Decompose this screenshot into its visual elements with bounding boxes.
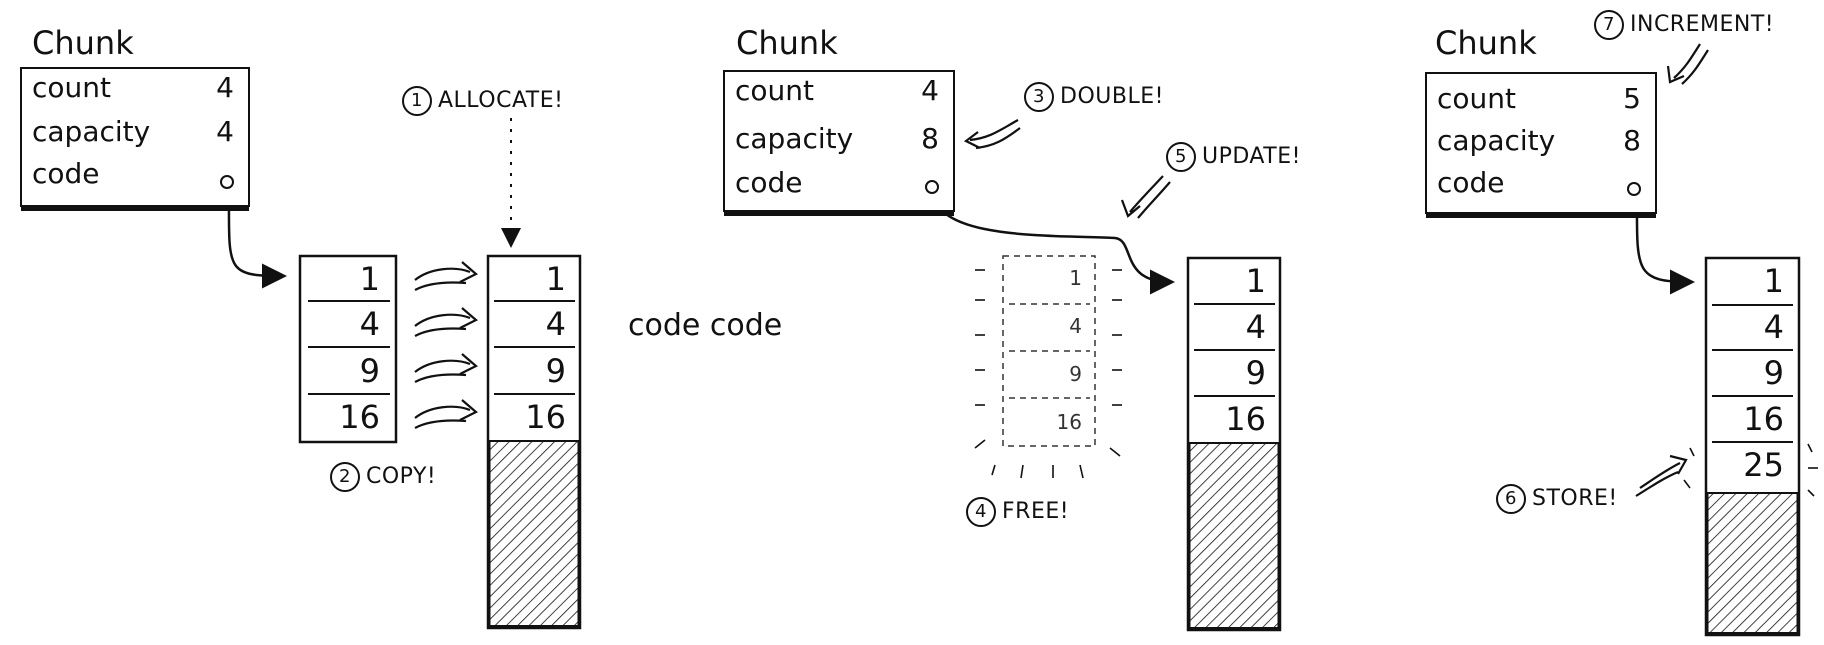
panel3-chunk-title: Chunk: [1435, 24, 1537, 62]
panel2-chunk-struct: count 4 capacity 8 code: [723, 70, 955, 212]
step-text: DOUBLE!: [1060, 84, 1164, 109]
panel3-cell: 4: [1763, 308, 1784, 346]
panel3-unused-capacity: [1706, 492, 1799, 634]
panel3-cell: 16: [1743, 400, 1784, 438]
step-number: 5: [1166, 142, 1196, 172]
panel1-new-cell: 16: [525, 398, 566, 436]
free-sparkles: [974, 269, 1122, 479]
step-text: ALLOCATE!: [438, 88, 564, 113]
freed-cell: 16: [1056, 410, 1082, 434]
panel1-old-array: [298, 254, 398, 444]
count-label: count: [32, 71, 111, 104]
panel2-code-pointer: [931, 189, 1175, 295]
step-text: UPDATE!: [1202, 144, 1301, 169]
capacity-label: capacity: [735, 122, 854, 155]
panel2-cell: 1: [1245, 262, 1266, 300]
panel1-old-cell: 16: [339, 398, 380, 436]
step-number: 3: [1024, 82, 1054, 112]
count-value: 4: [921, 74, 939, 107]
panel3-cell: 9: [1763, 354, 1784, 392]
panel2-chunk-title: Chunk: [736, 24, 838, 62]
panel2-cell: 4: [1245, 308, 1266, 346]
count-value: 5: [1623, 82, 1641, 115]
capacity-label: capacity: [32, 115, 151, 148]
freed-cell: 4: [1069, 314, 1082, 338]
panel2-freed-array: [1002, 255, 1096, 447]
panel2-cell: 16: [1225, 400, 1266, 438]
code-label: code: [1437, 166, 1505, 199]
step-text: FREE!: [1002, 499, 1070, 524]
code-pointer-dot: [220, 175, 234, 189]
step-number: 4: [966, 497, 996, 527]
panel2-unused-capacity: [1188, 442, 1280, 629]
panel1-chunk-title: Chunk: [32, 24, 134, 62]
panel1-new-cell: 1: [545, 260, 566, 298]
panel1-new-cell: 4: [545, 305, 566, 343]
step-text: COPY!: [366, 464, 437, 489]
panel1-old-cell: 9: [359, 352, 380, 390]
capacity-value: 4: [216, 115, 234, 148]
panel1-new-cell: 9: [545, 352, 566, 390]
store-sparkles: [1683, 443, 1818, 497]
step-number: 1: [402, 86, 432, 116]
freed-cell: 1: [1069, 266, 1082, 290]
panel2-cell: 9: [1245, 354, 1266, 392]
code-label: code: [735, 166, 803, 199]
copy-arrows: [414, 261, 478, 429]
code-pointer-dot: [925, 180, 939, 194]
count-label: count: [1437, 82, 1516, 115]
step-text: INCREMENT!: [1630, 12, 1775, 37]
middle-code-text: code code: [628, 308, 783, 343]
code-pointer-dot: [1627, 182, 1641, 196]
count-label: count: [735, 74, 814, 107]
capacity-value: 8: [921, 122, 939, 155]
step-text: STORE!: [1532, 486, 1618, 511]
panel1-code-pointer: [227, 189, 287, 289]
panel1-old-cell: 4: [359, 305, 380, 343]
freed-cell: 9: [1069, 362, 1082, 386]
panel3-cell: 25: [1743, 446, 1784, 484]
panel3-code-pointer: [1635, 189, 1695, 295]
panel1-old-cell: 1: [359, 260, 380, 298]
double-arrow: [963, 119, 1019, 149]
panel1-chunk-struct: count 4 capacity 4 code: [20, 67, 250, 207]
panel3-chunk-struct: count 5 capacity 8 code: [1425, 72, 1657, 214]
capacity-label: capacity: [1437, 124, 1556, 157]
panel3-cell: 1: [1763, 262, 1784, 300]
code-label: code: [32, 157, 100, 190]
step-number: 7: [1594, 10, 1624, 40]
panel1-unused-capacity: [488, 440, 580, 627]
update-arrow: [1120, 175, 1164, 218]
increment-arrow: [1666, 43, 1701, 84]
step-number: 6: [1496, 484, 1526, 514]
step-number: 2: [330, 462, 360, 492]
store-arrow: [1639, 454, 1688, 489]
count-value: 4: [216, 71, 234, 104]
capacity-value: 8: [1623, 124, 1641, 157]
